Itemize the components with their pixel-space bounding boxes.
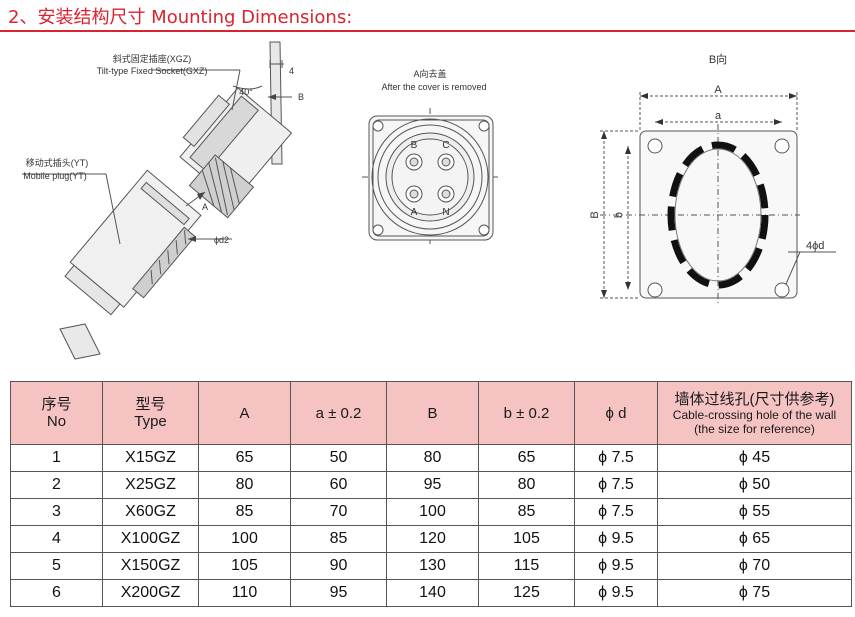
cell-A: 65 (198, 444, 291, 472)
cell-A: 85 (198, 498, 291, 526)
left-figure (22, 41, 293, 360)
right-title: B向 (709, 52, 727, 66)
cell-B: 95 (386, 471, 479, 499)
cell-a: 95 (290, 579, 387, 607)
header-a: a ± 0.2 (290, 381, 387, 445)
cell-type: X100GZ (102, 525, 199, 553)
cell-type: X150GZ (102, 552, 199, 580)
cell-type: X15GZ (102, 444, 199, 472)
table-header-row: 序号 No 型号 Type A a ± 0.2 B b ± 0.2 ϕ d 墙体… (10, 381, 852, 445)
arrow-b-label: B (298, 92, 304, 102)
header-B: B (386, 381, 479, 445)
dimensions-table: 序号 No 型号 Type A a ± 0.2 B b ± 0.2 ϕ d 墙体… (10, 381, 852, 607)
pin-label-a: A (411, 207, 418, 218)
dim-holes-label: 4ϕd (806, 240, 824, 252)
cell-a: 60 (290, 471, 387, 499)
cell-B: 120 (386, 525, 479, 553)
cell-B: 100 (386, 498, 479, 526)
cell-b: 125 (478, 579, 575, 607)
cell-b: 105 (478, 525, 575, 553)
cell-type: X60GZ (102, 498, 199, 526)
header-b: b ± 0.2 (478, 381, 575, 445)
header-no: 序号 No (10, 381, 103, 445)
cell-a: 85 (290, 525, 387, 553)
cell-hole: ϕ 55 (657, 498, 852, 526)
cell-a: 70 (290, 498, 387, 526)
cell-b: 80 (478, 471, 575, 499)
cell-b: 65 (478, 444, 575, 472)
cell-d: ϕ 7.5 (574, 444, 658, 472)
header-A: A (198, 381, 291, 445)
cell-hole: ϕ 75 (657, 579, 852, 607)
cell-B: 80 (386, 444, 479, 472)
header-type: 型号 Type (102, 381, 199, 445)
cell-hole: ϕ 45 (657, 444, 852, 472)
pin-label-c: C (442, 140, 449, 151)
cell-A: 105 (198, 552, 291, 580)
cell-b: 115 (478, 552, 575, 580)
cell-d: ϕ 9.5 (574, 579, 658, 607)
cell-hole: ϕ 70 (657, 552, 852, 580)
cell-hole: ϕ 65 (657, 525, 852, 553)
cell-A: 110 (198, 579, 291, 607)
cell-d: ϕ 9.5 (574, 552, 658, 580)
cell-type: X25GZ (102, 471, 199, 499)
title-underline (0, 30, 855, 32)
cell-a: 90 (290, 552, 387, 580)
section-title: 2、安装结构尺寸 Mounting Dimensions: (8, 7, 353, 28)
dim-A-label: A (714, 84, 722, 96)
dim-a-label: a (715, 110, 722, 122)
cell-b: 85 (478, 498, 575, 526)
header-hole: 墙体过线孔(尺寸供参考) Cable-crossing hole of the … (657, 381, 852, 445)
pin-label-b: B (411, 140, 418, 151)
cell-d: ϕ 9.5 (574, 525, 658, 553)
mounting-drawings: 斜式固定插座(XGZ) Tilt-type Fixed Socket(GXZ) … (22, 41, 836, 360)
plug-label-en: Mobile plug(YT) (23, 171, 87, 181)
cell-no: 1 (10, 444, 103, 472)
right-figure (600, 92, 836, 304)
dim-b-label: b (613, 212, 625, 218)
cell-d: ϕ 7.5 (574, 498, 658, 526)
pin-label-n: N (442, 207, 449, 218)
cell-B: 130 (386, 552, 479, 580)
cell-no: 4 (10, 525, 103, 553)
middle-title-en: After the cover is removed (381, 82, 486, 92)
cell-a: 50 (290, 444, 387, 472)
socket-label-en: Tilt-type Fixed Socket(GXZ) (97, 66, 208, 76)
header-d: ϕ d (574, 381, 658, 445)
cell-A: 80 (198, 471, 291, 499)
right-arrowheads (601, 93, 797, 298)
plug-label-cn: 移动式插头(YT) (26, 157, 89, 168)
cell-hole: ϕ 50 (657, 471, 852, 499)
middle-title-cn: A向去盖 (413, 68, 446, 79)
angle-label: 40° (239, 87, 253, 97)
cell-B: 140 (386, 579, 479, 607)
dim-B-label: B (589, 211, 601, 218)
cell-no: 3 (10, 498, 103, 526)
middle-figure (362, 108, 500, 246)
socket-label-cn: 斜式固定插座(XGZ) (113, 53, 192, 64)
dim-d2-label: ϕd2 (214, 235, 229, 245)
arrow-a-label: A (202, 202, 208, 212)
cell-no: 6 (10, 579, 103, 607)
cell-A: 100 (198, 525, 291, 553)
dim-4-label: 4 (289, 66, 294, 76)
cell-d: ϕ 7.5 (574, 471, 658, 499)
cell-no: 5 (10, 552, 103, 580)
cell-type: X200GZ (102, 579, 199, 607)
cell-no: 2 (10, 471, 103, 499)
